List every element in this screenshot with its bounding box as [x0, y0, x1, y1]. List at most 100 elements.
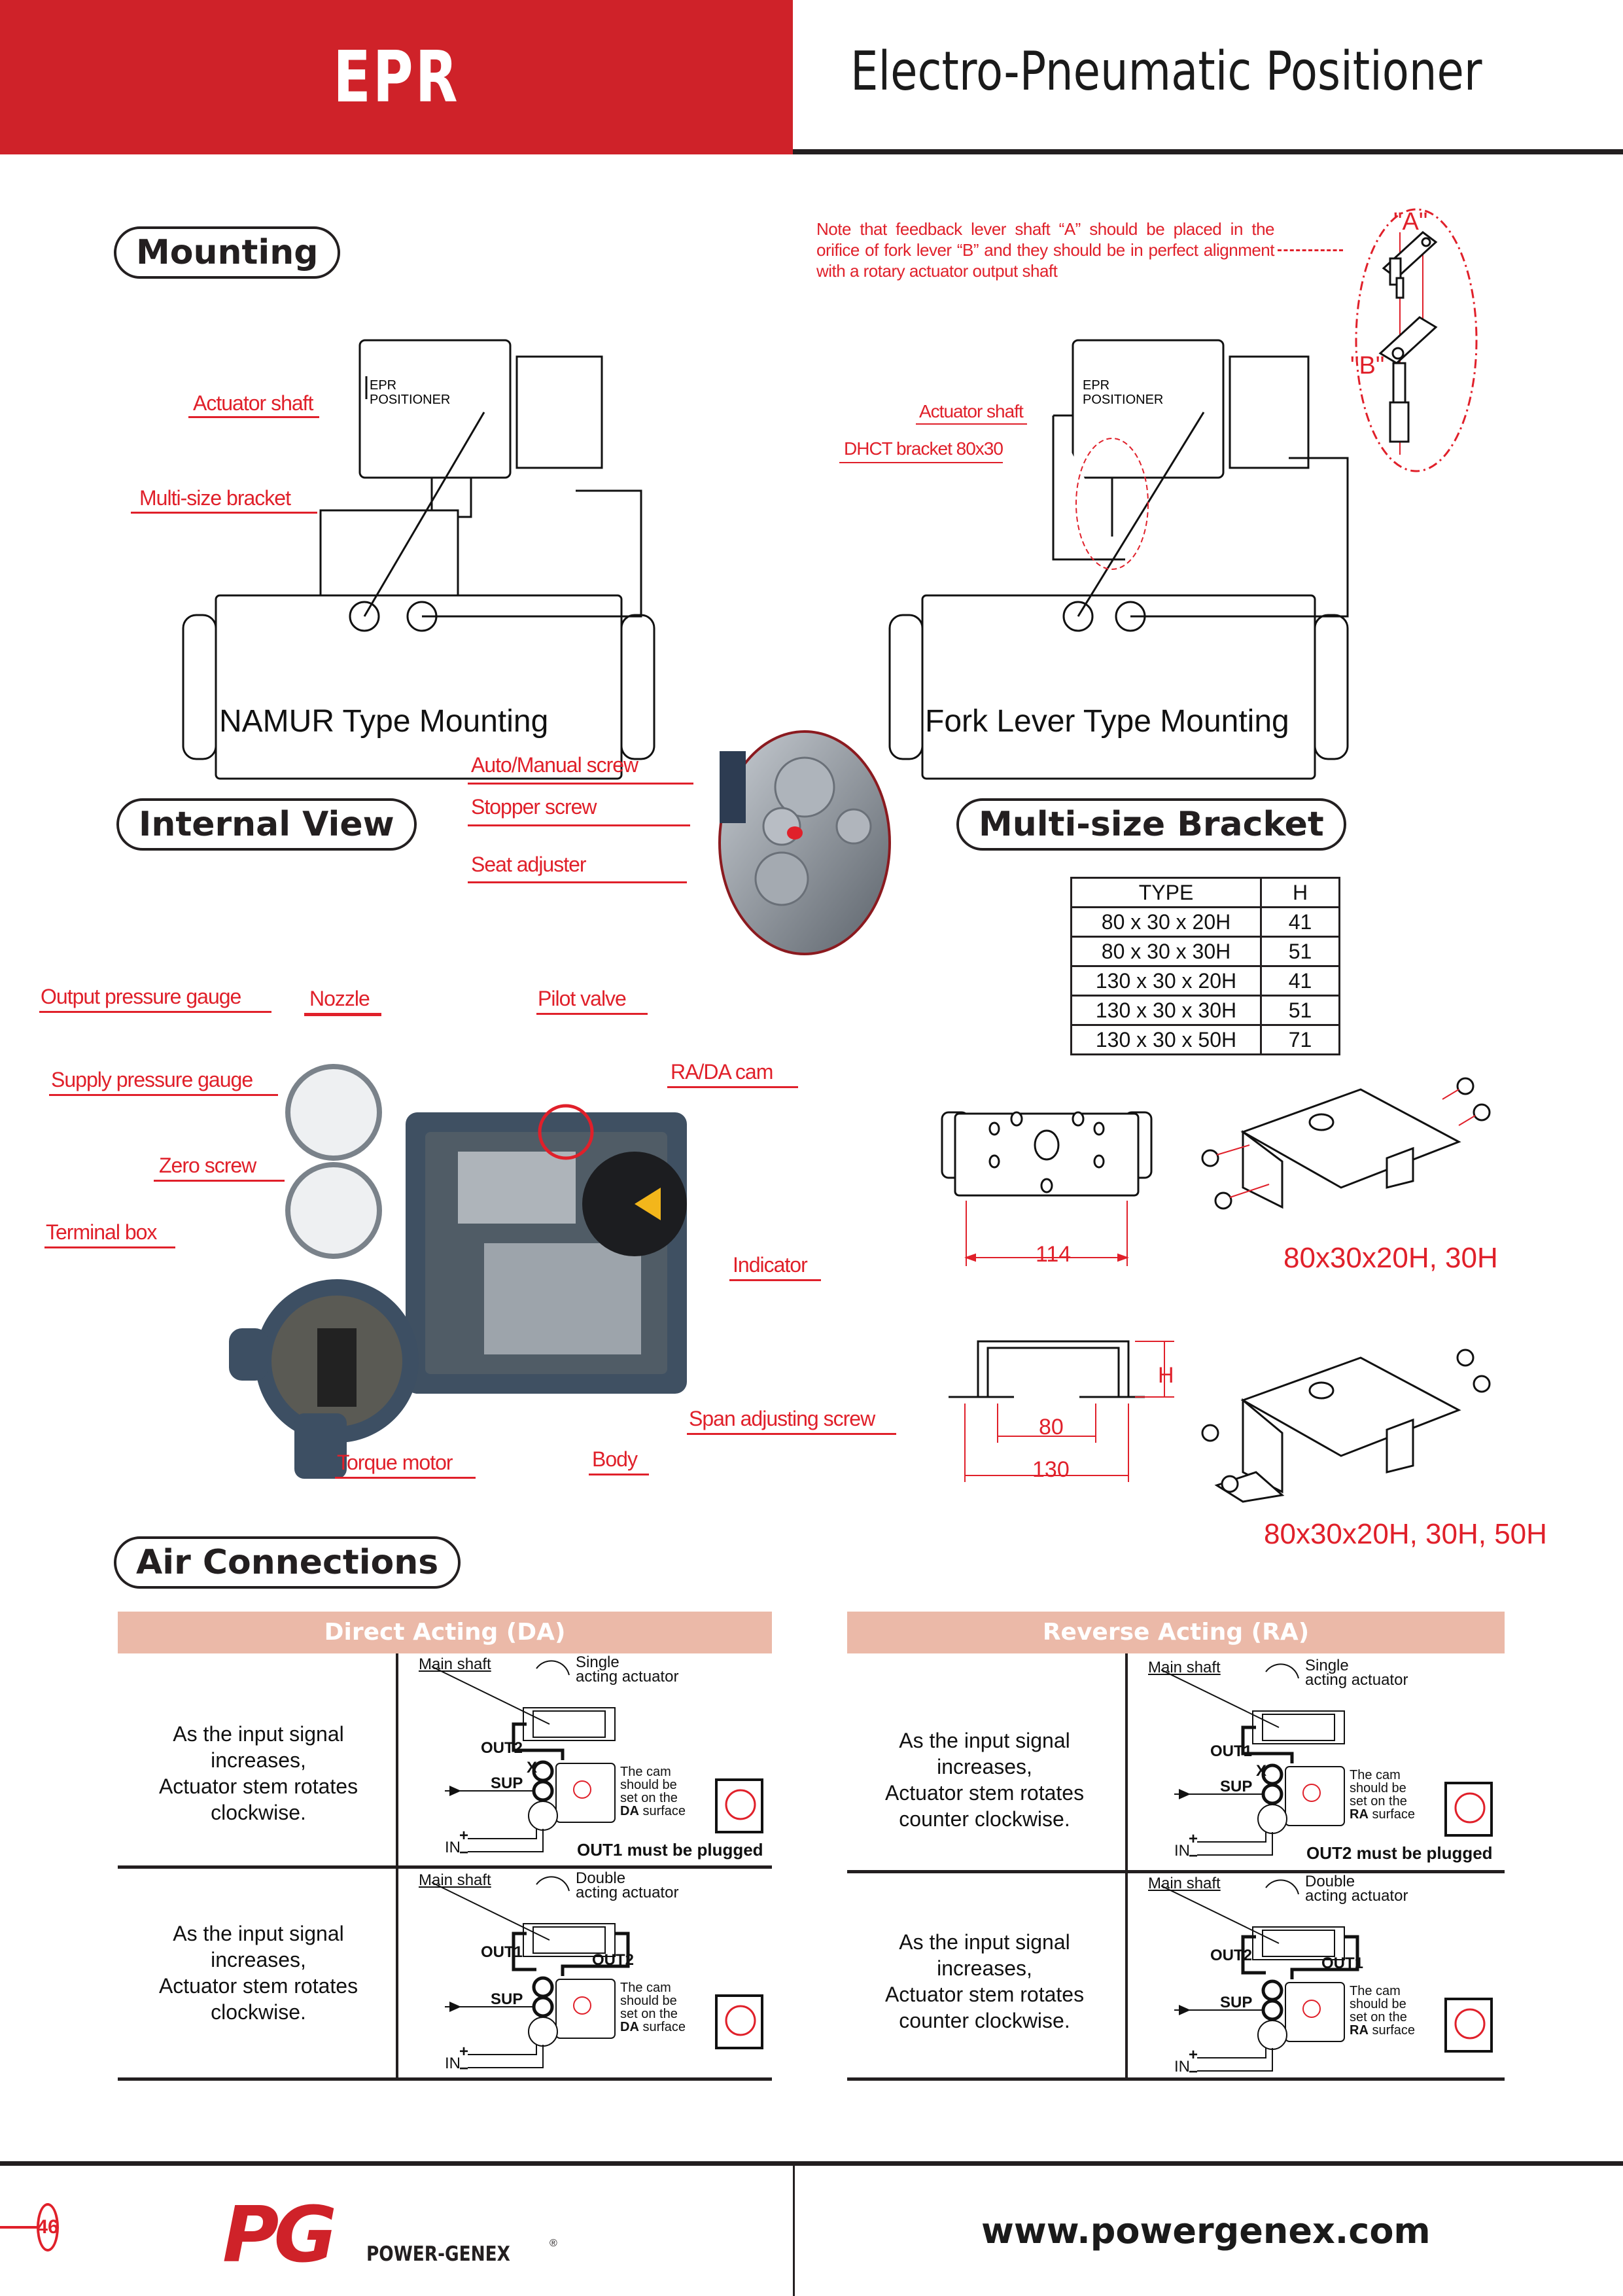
page-title: Electro-Pneumatic Positioner — [850, 41, 1482, 103]
port-label-x: X — [1256, 1762, 1267, 1780]
terminal-plus: + — [459, 2043, 469, 2060]
port-label-out-b: OUT1 — [1321, 1954, 1364, 1972]
cam-surface: DA — [620, 1804, 639, 1818]
alignment-note: Note that feedback lever shaft “A” shoul… — [816, 219, 1275, 281]
da-single-description: As the input signal increases, Actuator … — [124, 1721, 393, 1826]
cam-surface-suffix: surface — [1372, 1807, 1416, 1822]
leader-line — [188, 416, 319, 418]
cam-note: The cam should be set on the DA surface — [620, 1765, 686, 1818]
port-label-in: IN — [1174, 2058, 1190, 2075]
footer-divider — [793, 2161, 795, 2296]
cam-note-line: DA surface — [620, 2021, 686, 2034]
cam-note-line: The cam — [1350, 1768, 1401, 1782]
col-header-type: TYPE — [1070, 877, 1262, 908]
leader-line — [49, 1094, 278, 1096]
main-shaft-label: Main shaft — [419, 1655, 491, 1673]
cell-type: 80 x 30 x 30H — [1070, 936, 1262, 967]
section-heading-multi-size-bracket: Multi-size Bracket — [956, 798, 1346, 851]
description-line: As the input signal increases, — [899, 1930, 1070, 1980]
footer-rule — [0, 2161, 1623, 2166]
actuator-line: acting actuator — [576, 1668, 679, 1686]
port-label-sup: SUP — [1220, 1994, 1253, 2011]
callout-stopper-screw: Stopper screw — [471, 795, 597, 819]
schematic-drawing — [1161, 1663, 1493, 1856]
detail-zoom-photo — [718, 730, 891, 955]
leader-line — [154, 1180, 285, 1182]
description-line: Actuator stem rotates — [158, 1974, 358, 1998]
leader-line — [468, 824, 690, 826]
port-label-out-a: OUT1 — [481, 1943, 523, 1961]
main-shaft-label: Main shaft — [419, 1871, 491, 1889]
cell-type: 80 x 30 x 20H — [1070, 906, 1262, 938]
callout-torque-motor: Torque motor — [337, 1451, 453, 1474]
plug-note: OUT1 must be plugged — [577, 1840, 763, 1860]
da-double-description: As the input signal increases, Actuator … — [124, 1920, 393, 2025]
port-label-out-b: OUT2 — [592, 1951, 635, 1969]
actuator-line: Double — [576, 1869, 626, 1887]
ra-double-schematic: Main shaft Double acting actuator OUT2 O… — [1135, 1874, 1501, 2081]
port-label-out-a: OUT2 — [1210, 1947, 1253, 1964]
cam-surface: DA — [620, 2020, 639, 2034]
main-shaft-label: Main shaft — [1148, 1659, 1221, 1676]
row-divider — [118, 2077, 772, 2081]
fork-device-label-2: POSITIONER — [1083, 393, 1163, 407]
product-code: EPR — [333, 37, 460, 118]
cell-h: 41 — [1260, 965, 1340, 997]
bracket-caption-1: 80x30x20H, 30H — [1283, 1242, 1498, 1274]
website-link[interactable]: www.powergenex.com — [981, 2210, 1431, 2252]
description-line: As the input signal increases, — [173, 1722, 344, 1772]
fork-lever-caption: Fork Lever Type Mounting — [925, 704, 1289, 739]
schematic-drawing — [431, 1660, 763, 1852]
direct-acting-header: Direct Acting (DA) — [118, 1612, 772, 1653]
label-multi-size-bracket: Multi-size bracket — [139, 486, 291, 510]
port-label-sup: SUP — [491, 1990, 523, 2008]
port-label-in: IN — [445, 1839, 461, 1856]
cam-note-line: RA surface — [1350, 2024, 1415, 2037]
section-heading-internal-view: Internal View — [116, 798, 417, 851]
terminal-minus: − — [1189, 2063, 1198, 2081]
leader-line — [839, 462, 1003, 463]
description-line: Actuator stem rotates — [158, 1775, 358, 1798]
port-label-out-a: OUT2 — [481, 1739, 523, 1757]
header-red-band — [0, 0, 793, 154]
bracket-isometric-small — [1201, 1077, 1491, 1210]
page-number: 46 — [37, 2203, 59, 2252]
header-rule — [793, 149, 1623, 154]
terminal-plus: + — [1189, 2046, 1198, 2064]
actuator-type-label: Double acting actuator — [576, 1869, 678, 1901]
column-divider — [1125, 1653, 1128, 2079]
cam-note: The cam should be set on the RA surface — [1350, 1769, 1415, 1821]
cam-surface: RA — [1350, 1807, 1369, 1822]
registered-mark: ® — [550, 2238, 557, 2249]
schematic-drawing — [1161, 1879, 1493, 2072]
description-line: counter clockwise. — [899, 1807, 1070, 1831]
callout-nozzle: Nozzle — [309, 987, 370, 1010]
description-line: clockwise. — [211, 2000, 306, 2024]
leader-line — [468, 881, 687, 883]
callout-auto-manual-screw: Auto/Manual screw — [471, 753, 638, 777]
cam-note-line: The cam — [620, 1765, 671, 1779]
callout-seat-adjuster: Seat adjuster — [471, 853, 587, 876]
dimension-114: 114 — [1036, 1242, 1072, 1267]
cam-surface-suffix: surface — [642, 2020, 686, 2034]
cam-note-line: should be — [1350, 1781, 1406, 1795]
brand-name: POWER-GENEX — [366, 2242, 511, 2266]
cell-h: 41 — [1260, 906, 1340, 938]
label-actuator-shaft: Actuator shaft — [193, 391, 313, 415]
description-line: Actuator stem rotates — [884, 1983, 1085, 2006]
section-heading-mounting: Mounting — [114, 226, 341, 279]
da-single-schematic: Main shaft Single acting actuator OUT2 X… — [406, 1655, 772, 1862]
callout-span-adjusting-screw: Span adjusting screw — [689, 1407, 875, 1430]
description-line: As the input signal increases, — [899, 1729, 1070, 1778]
leader-line — [589, 1474, 649, 1475]
da-double-schematic: Main shaft Double acting actuator OUT1 O… — [406, 1869, 772, 2077]
cam-note-line: set on the — [1350, 1794, 1407, 1809]
fork-lever-detail-diagram — [1355, 208, 1478, 472]
terminal-minus: − — [459, 1844, 469, 1862]
cam-note-line: should be — [620, 1778, 677, 1792]
leader-line — [729, 1279, 821, 1281]
cam-note-line: The cam — [1350, 1984, 1401, 1998]
